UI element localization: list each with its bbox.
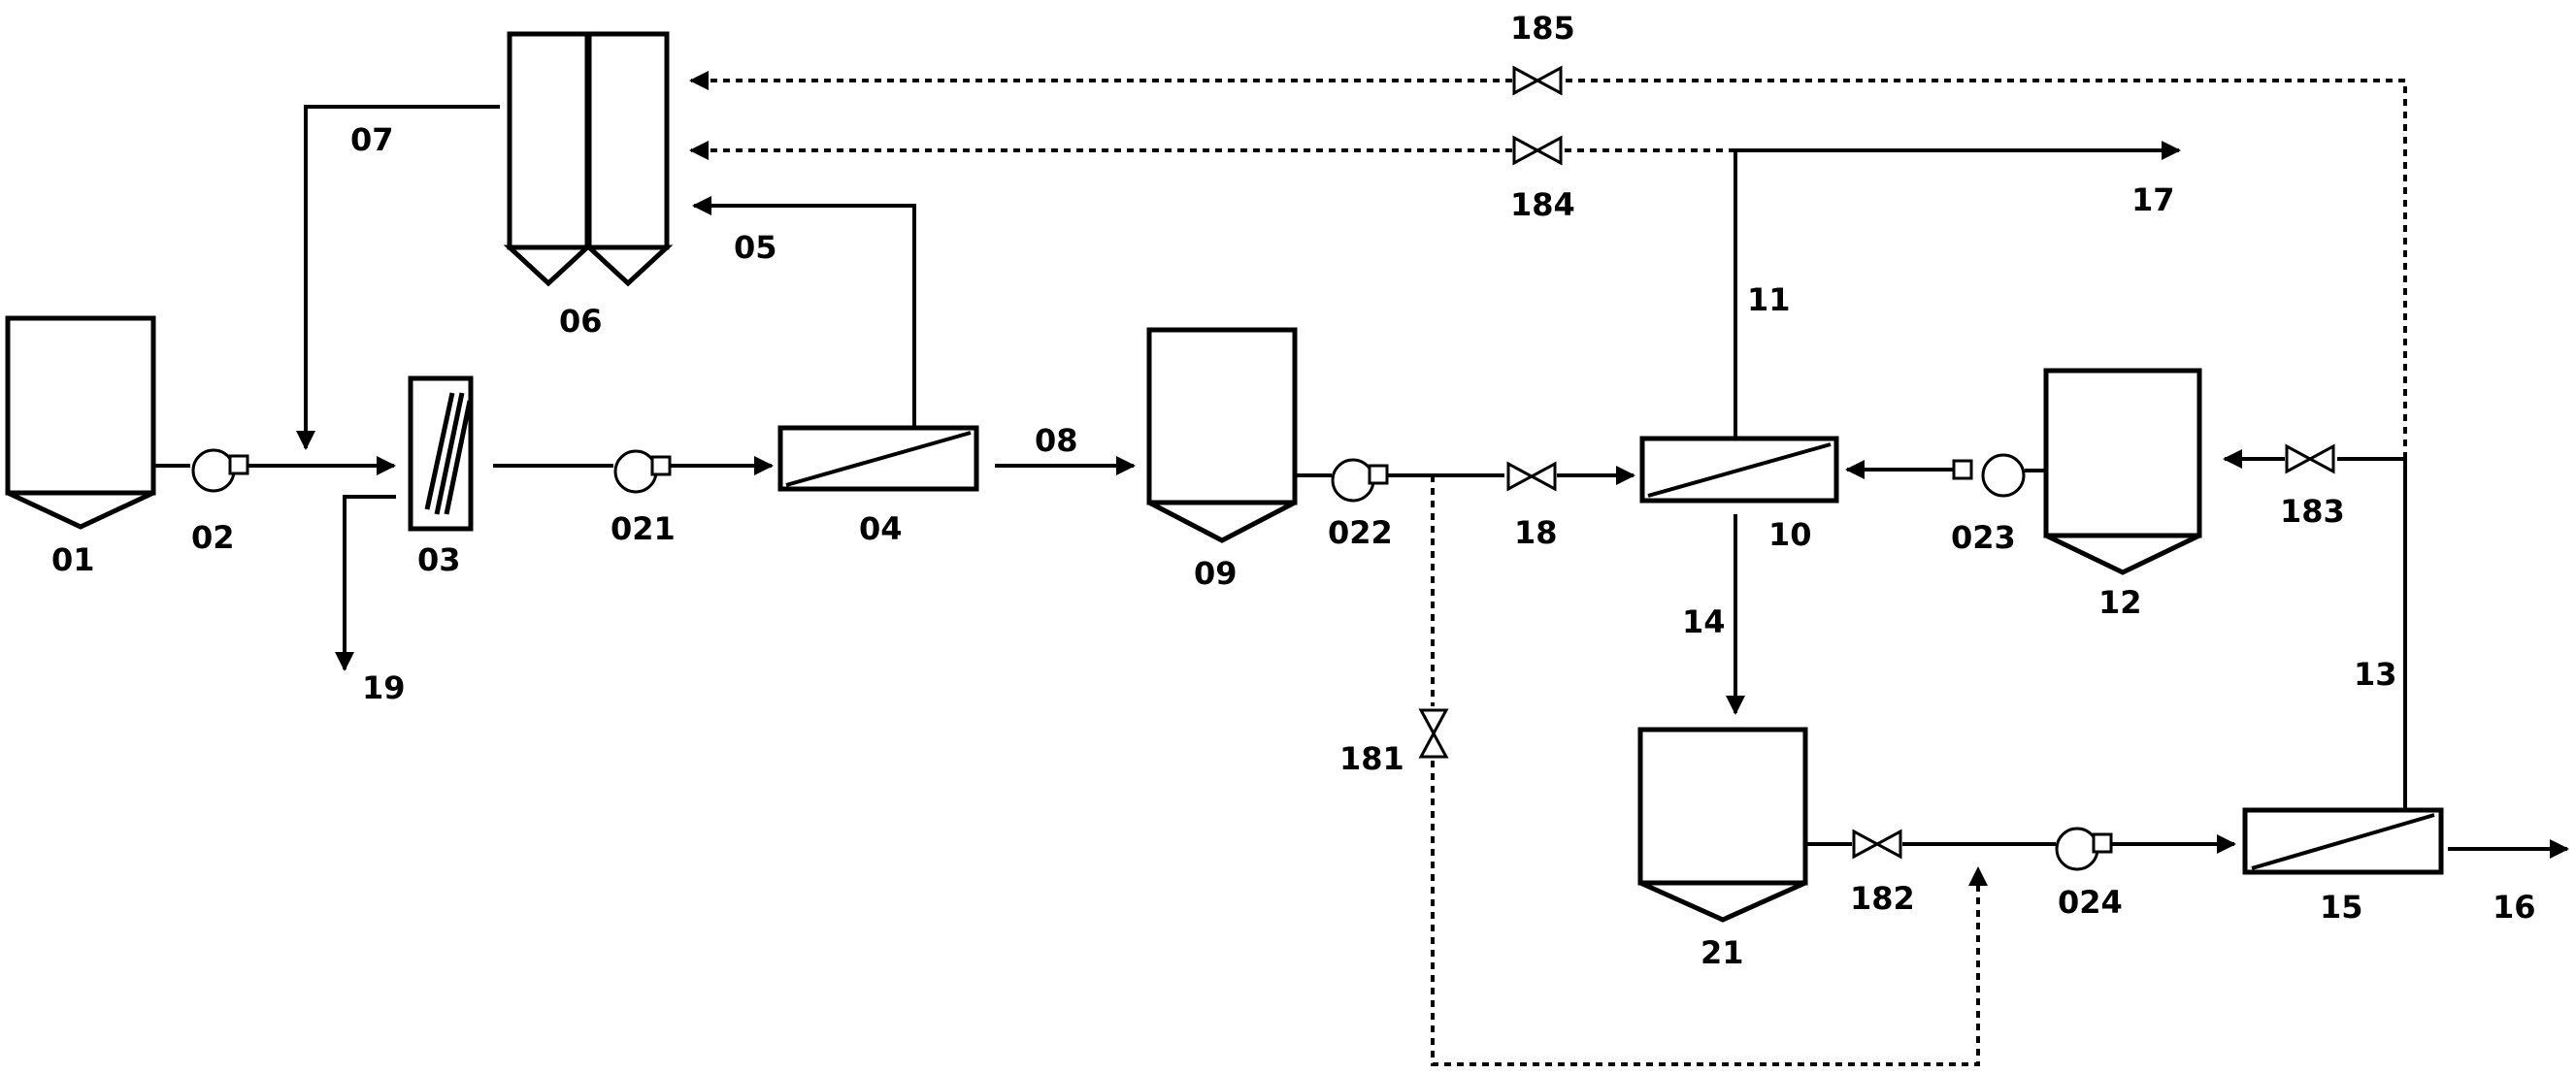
return-185-line-right [1563,79,2407,459]
stream-05-line [692,196,916,428]
label-022: 022 [1328,514,1393,551]
label-023: 023 [1951,519,2016,556]
label-08: 08 [1035,422,1078,459]
label-01: 01 [51,541,95,578]
label-183: 183 [2280,493,2345,530]
membrane-04 [777,425,979,492]
tank-09 [1146,327,1298,543]
label-12: 12 [2098,584,2142,621]
label-10: 10 [1768,516,1812,553]
tank-12 [2043,368,2202,575]
valve-185 [1512,65,1563,96]
label-024: 024 [2058,884,2123,921]
membrane-10 [1639,436,1839,504]
label-05: 05 [734,229,777,266]
filter-03 [408,375,474,532]
stream-19-line [335,495,396,671]
stream-07-line [296,105,500,450]
label-02: 02 [191,519,235,556]
label-07: 07 [350,121,394,158]
label-14: 14 [1682,603,1726,640]
label-13: 13 [2354,656,2397,693]
tank-21 [1637,727,1808,923]
label-21: 21 [1701,934,1744,971]
label-021: 021 [611,510,676,547]
pump-022 [1331,458,1389,503]
bypass-181-line-lower [1431,761,1988,1066]
label-06: 06 [559,303,603,340]
label-11: 11 [1747,281,1791,318]
label-184: 184 [1510,186,1575,223]
label-15: 15 [2320,889,2363,926]
valve-182 [1852,829,1902,860]
tank-01 [5,315,156,530]
label-16: 16 [2493,889,2536,926]
label-17: 17 [2131,181,2175,218]
label-04: 04 [859,510,903,547]
membrane-15 [2242,807,2444,875]
label-09: 09 [1194,555,1238,592]
valve-18 [1506,461,1557,492]
label-185: 185 [1510,10,1575,47]
label-181: 181 [1339,740,1404,777]
pump-02 [191,448,249,493]
label-182: 182 [1850,880,1915,917]
pump-021 [613,449,672,494]
label-19: 19 [362,669,406,706]
valve-184 [1512,135,1563,166]
label-03: 03 [417,541,461,578]
label-18: 18 [1514,514,1558,551]
stream-13-line [2337,457,2407,810]
valve-183 [2285,443,2335,474]
pump-024 [2055,827,2113,871]
tanks-06 [503,31,674,287]
pump-023 [1952,453,2026,498]
valve-181 [1418,708,1449,759]
